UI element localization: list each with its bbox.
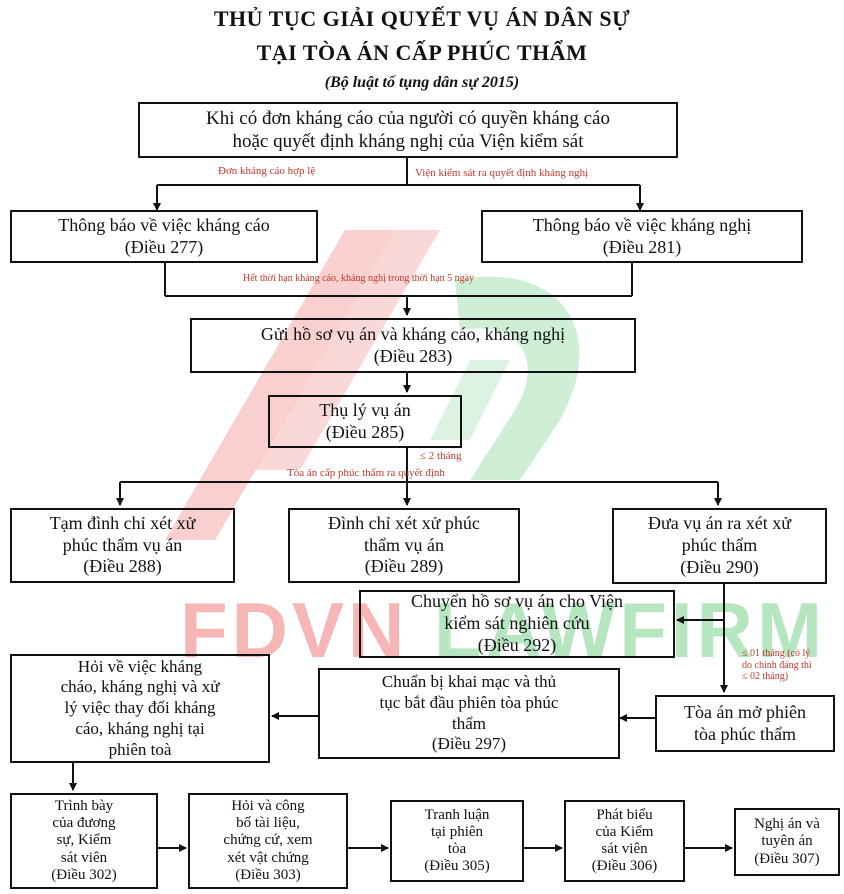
box-start: Khi có đơn kháng cáo của người có quyền … xyxy=(138,102,678,158)
box-bring-trial: Đưa vụ án ra xét xử phúc thẩm (Điều 290) xyxy=(612,508,827,584)
box-question: Hỏi và công bố tài liệu, chứng cứ, xem x… xyxy=(188,793,348,889)
box-ask: Hỏi về việc kháng cháo, kháng nghị và xử… xyxy=(10,654,270,763)
box-procurator: Phát biểu của Kiểm sát viên (Điều 306) xyxy=(564,800,685,882)
box-accept: Thụ lý vụ án (Điều 285) xyxy=(268,395,462,448)
box-notify-protest: Thông báo về việc kháng nghị (Điều 281) xyxy=(481,210,803,263)
box-notify-appeal: Thông báo về việc kháng cáo (Điều 277) xyxy=(10,210,318,263)
page-title-line2: TẠI TÒA ÁN CẤP PHÚC THẨM xyxy=(256,40,588,65)
box-prepare: Chuẩn bị khai mạc và thủ tục bắt đầu phi… xyxy=(318,668,620,759)
watermark-text: FDVN LAWFIRM xyxy=(180,586,826,674)
box-open: Tòa án mở phiên tòa phúc thẩm xyxy=(655,695,835,752)
box-transfer: Chuyển hồ sơ vụ án cho Viện kiểm sát ngh… xyxy=(359,590,675,658)
box-deliberate: Nghị án và tuyên án (Điều 307) xyxy=(734,808,840,876)
note-two-months: ≤ 2 tháng xyxy=(420,450,462,462)
note-deadline: Hết thời hạn kháng cáo, kháng nghị trong… xyxy=(243,273,475,284)
note-one-month: ≤ 01 tháng (có lý do chính đáng thì ≤ 02… xyxy=(742,648,812,682)
watermark-green-shape xyxy=(455,276,580,480)
note-court-decision: Tòa án cấp phúc thẩm ra quyết định xyxy=(287,467,445,479)
page-subtitle: (Bộ luật tố tụng dân sự 2015) xyxy=(324,74,520,91)
box-terminate: Đình chỉ xét xử phúc thẩm vụ án (Điều 28… xyxy=(288,508,520,583)
box-debate: Tranh luận tại phiên tòa (Điều 305) xyxy=(390,800,524,882)
box-send-file: Gửi hồ sơ vụ án và kháng cáo, kháng nghị… xyxy=(190,318,636,373)
note-procuracy-decision: Viện kiểm sát ra quyết định kháng nghị xyxy=(415,167,589,179)
watermark-red-shape-2 xyxy=(255,230,440,470)
note-valid-appeal: Đơn kháng cáo hợp lệ xyxy=(218,165,316,177)
watermark-green-shape-2 xyxy=(430,360,510,440)
watermark-red-shape xyxy=(165,230,395,540)
page-title: THỦ TỤC GIẢI QUYẾT VỤ ÁN DÂN SỰ xyxy=(213,6,631,31)
box-suspend: Tạm đình chỉ xét xử phúc thẩm vụ án (Điề… xyxy=(10,508,235,583)
box-present: Trình bày của đương sự, Kiểm sát viên (Đ… xyxy=(10,793,158,889)
